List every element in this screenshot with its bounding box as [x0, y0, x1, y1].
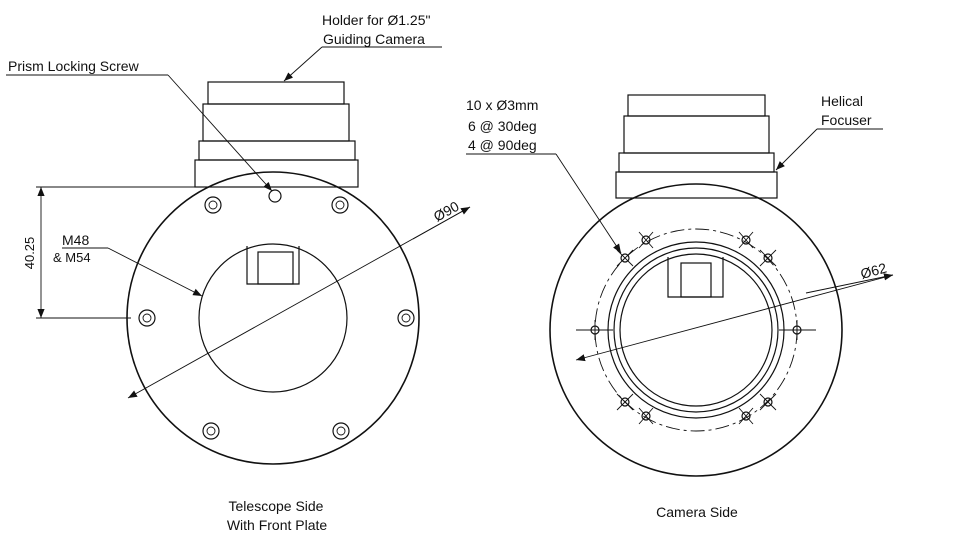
holes-label-line2: 6 @ 30deg — [468, 118, 537, 134]
telescope-body-outline — [126, 171, 420, 465]
holes-label-line1: 10 x Ø3mm — [466, 97, 538, 113]
holder-label-line1: Holder for Ø1.25" — [322, 12, 430, 28]
thread-label-line2: & M54 — [53, 250, 91, 265]
focuser-label-line1: Helical — [821, 93, 863, 109]
diameter-62-label: Ø62 — [859, 260, 889, 282]
prism-screw-callout: Prism Locking Screw — [6, 58, 273, 192]
holder-label-line2: Guiding Camera — [323, 31, 425, 47]
holes-callout: 10 x Ø3mm 6 @ 30deg 4 @ 90deg — [466, 97, 622, 254]
camera-aperture — [619, 253, 773, 407]
holder-callout: Holder for Ø1.25" Guiding Camera — [283, 12, 442, 82]
mounting-screws — [138, 196, 415, 440]
camera-thread-ring-inner — [613, 247, 779, 413]
telescope-aperture — [198, 243, 348, 393]
helical-focuser — [615, 94, 778, 199]
prism-locking-screw — [268, 189, 282, 203]
height-dimension: 40.25 — [22, 186, 195, 319]
camera-body-outline — [549, 183, 843, 477]
focuser-label-line2: Focuser — [821, 112, 872, 128]
mounting-holes — [576, 231, 816, 425]
camera-prism-block — [667, 257, 724, 298]
prism-block — [246, 246, 300, 285]
thread-callout: M48 & M54 — [53, 232, 203, 297]
camera-side-view: 10 x Ø3mm 6 @ 30deg 4 @ 90deg Helical Fo… — [466, 93, 894, 520]
diameter-62-dimension: Ø62 — [575, 260, 894, 362]
diameter-90-dimension: Ø90 — [127, 198, 471, 399]
camera-thread-ring-outer — [607, 241, 785, 419]
focuser-callout: Helical Focuser — [775, 93, 883, 171]
holes-label-line3: 4 @ 90deg — [468, 137, 537, 153]
thread-label-line1: M48 — [62, 232, 89, 248]
guiding-camera-holder — [194, 81, 359, 188]
telescope-side-caption-line2: With Front Plate — [227, 517, 328, 533]
telescope-side-caption-line1: Telescope Side — [229, 498, 324, 514]
height-dimension-label: 40.25 — [22, 237, 37, 270]
prism-screw-label: Prism Locking Screw — [8, 58, 140, 74]
camera-side-caption: Camera Side — [656, 504, 738, 520]
telescope-side-view: Holder for Ø1.25" Guiding Camera Prism L… — [6, 12, 471, 533]
